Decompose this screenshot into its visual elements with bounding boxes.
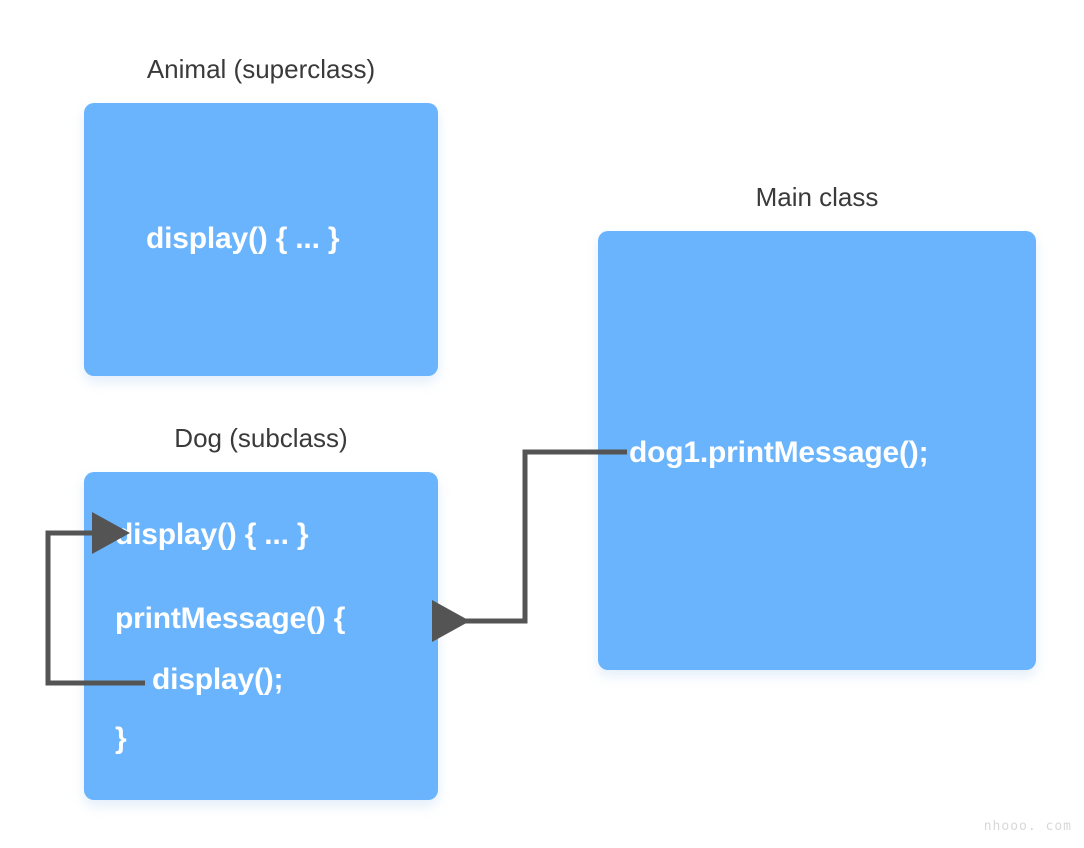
main-class-box xyxy=(598,231,1036,670)
animal-class-box xyxy=(84,103,438,376)
animal-class-title: Animal (superclass) xyxy=(146,54,376,84)
dog-closing-brace: } xyxy=(115,722,127,755)
dog-display-call: display(); xyxy=(152,663,284,696)
dog-printmessage-method: printMessage() { xyxy=(115,602,346,635)
watermark: nhooo. com xyxy=(983,819,1072,834)
main-printmessage-call: dog1.printMessage(); xyxy=(629,436,929,469)
dog-class-title: Dog (subclass) xyxy=(174,423,348,453)
animal-display-method: display() { ... } xyxy=(146,222,340,255)
dog-display-method: display() { ... } xyxy=(115,518,309,551)
main-class-title: Main class xyxy=(755,182,879,212)
